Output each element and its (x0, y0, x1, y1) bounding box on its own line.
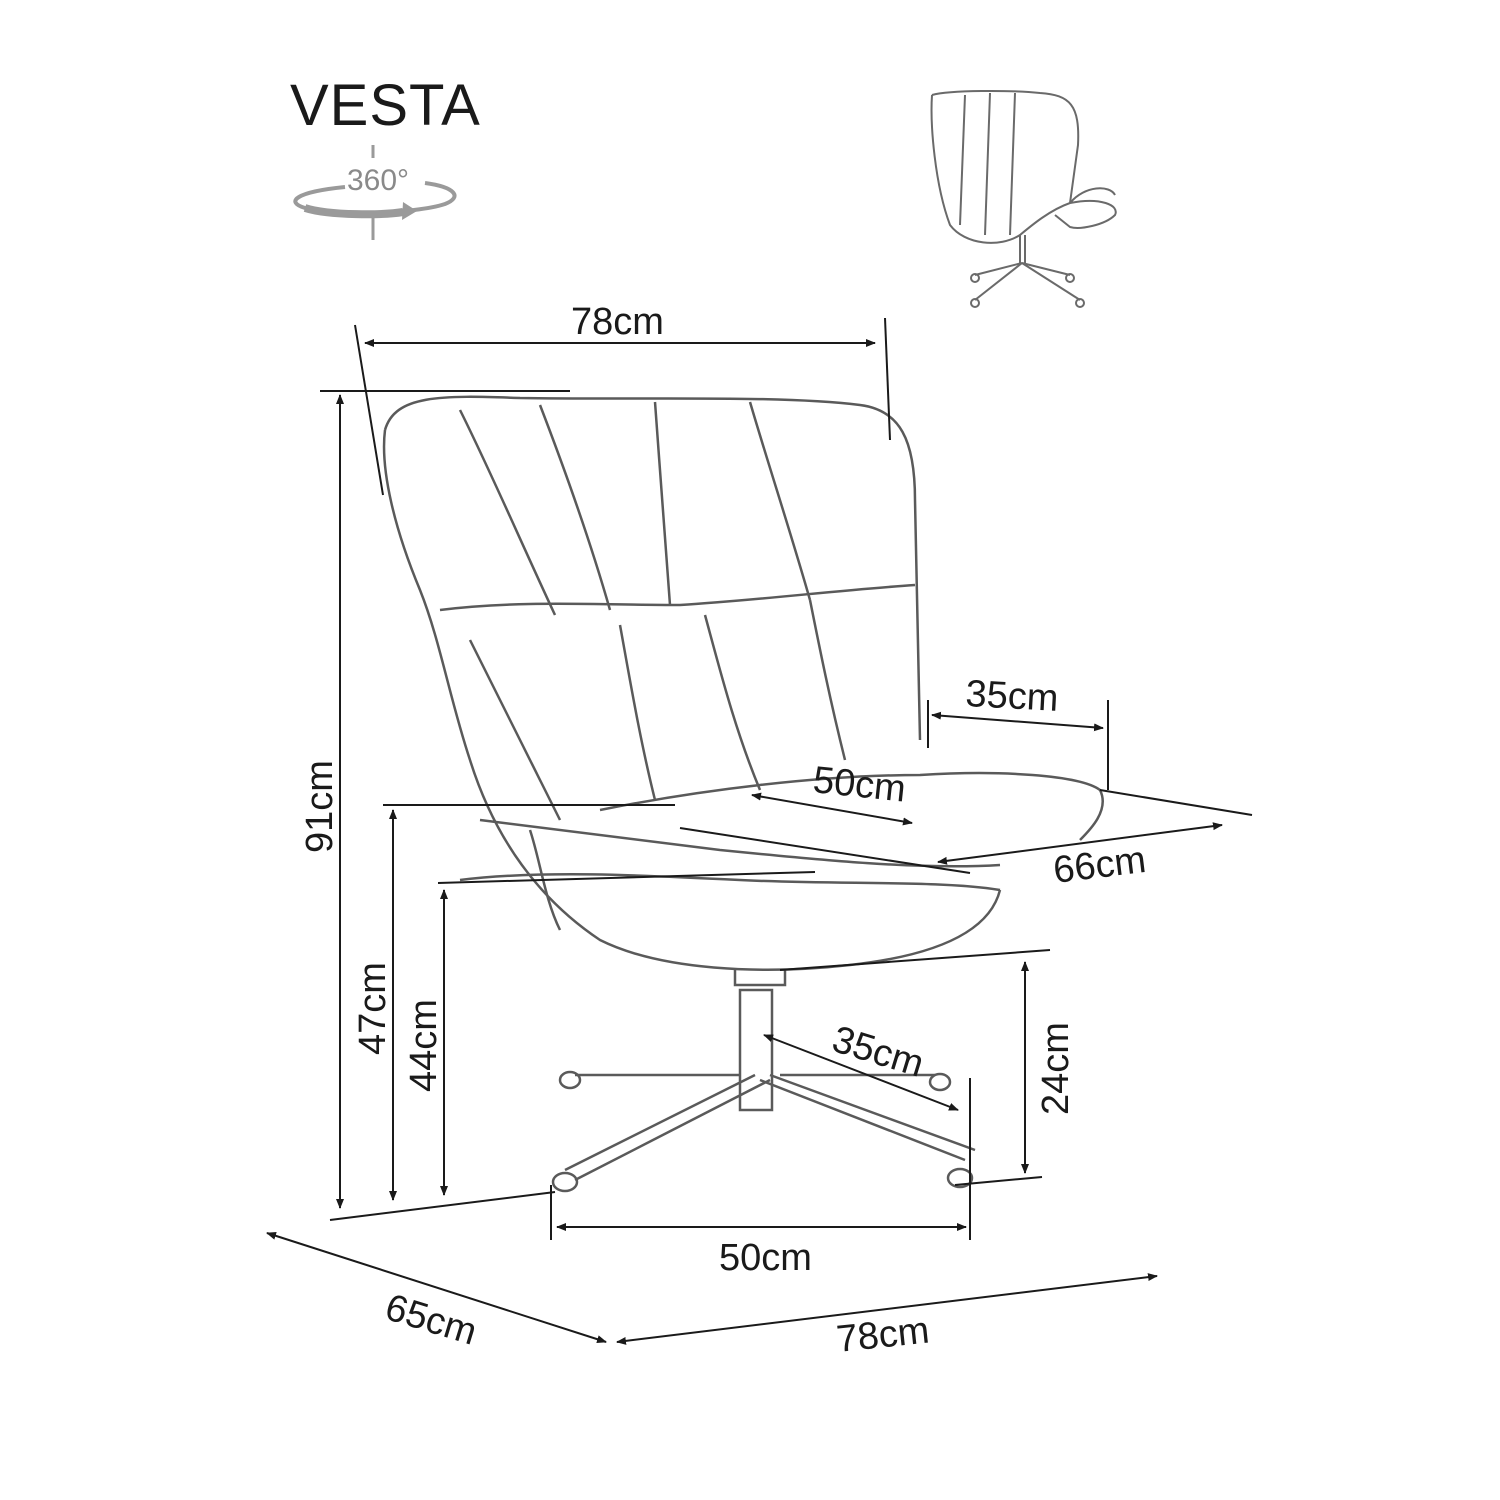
dim-line-footprint-depth (266, 1231, 607, 1344)
rotation-360-icon: 360° (293, 145, 457, 240)
label-base-height: 24cm (1035, 1022, 1077, 1115)
chair-sketch (382, 395, 1104, 1193)
label-base-width: 50cm (719, 1237, 812, 1279)
label-total-height: 91cm (299, 760, 341, 853)
label-armrest-depth: 35cm (965, 673, 1060, 720)
chair-back-view-thumbnail (930, 89, 1117, 308)
dim-line-leg-length (763, 1034, 959, 1111)
label-armrest-height: 47cm (352, 962, 394, 1055)
label-seat-height: 44cm (403, 999, 445, 1092)
dim-line-seat-width (937, 822, 1223, 865)
dimension-lines (266, 317, 1253, 1345)
dim-line-armrest-depth (931, 711, 1104, 732)
seat-cushion-outline (599, 771, 1104, 841)
label-seat-width: 66cm (1051, 839, 1148, 892)
dim-line-footprint-width (616, 1273, 1158, 1345)
rotation-label: 360° (347, 164, 409, 197)
backrest-outline (383, 395, 922, 741)
label-seat-depth: 50cm (811, 759, 908, 810)
label-total-width: 78cm (571, 301, 664, 343)
label-footprint-width: 78cm (835, 1309, 932, 1360)
dim-line-seat-depth (751, 792, 913, 826)
product-title: VESTA (290, 73, 481, 138)
